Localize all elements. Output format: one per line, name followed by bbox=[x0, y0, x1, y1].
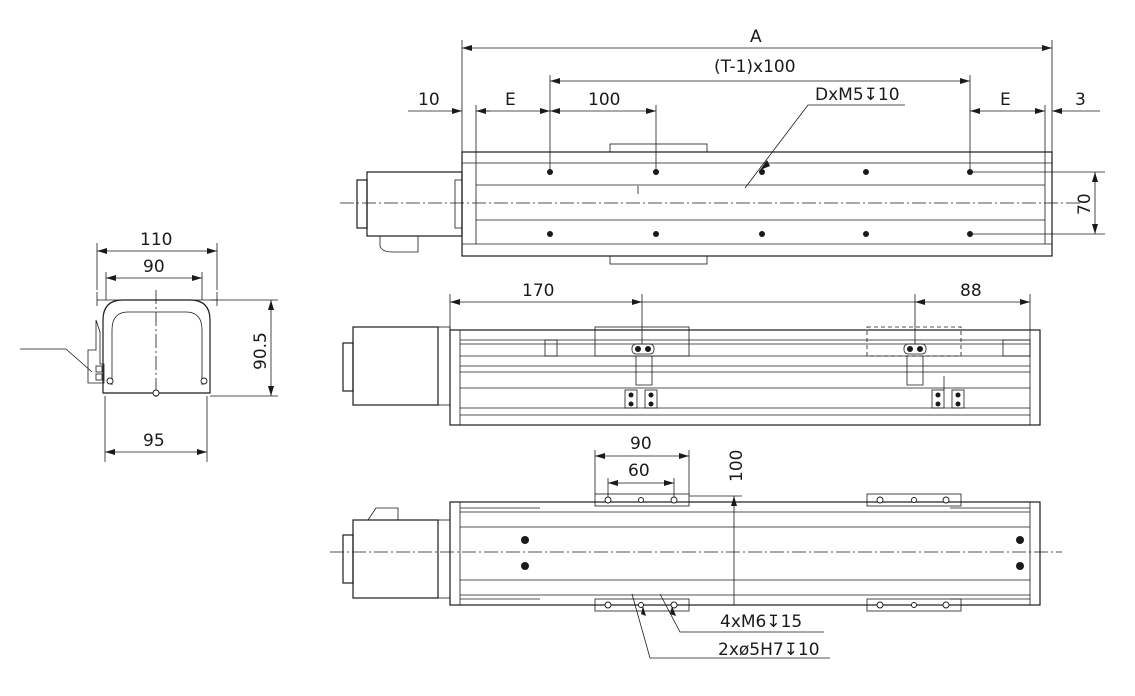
side-carriage-offset: 170 bbox=[522, 281, 554, 301]
top-hole-pitch: 100 bbox=[588, 90, 620, 110]
top-hole-spec: DxM5↧10 bbox=[815, 85, 900, 105]
bottom-view: 90 60 100 4xM6↧15 2xø5H7↧10 bbox=[330, 434, 1062, 660]
top-pitch-span: (T-1)x100 bbox=[714, 57, 796, 77]
end-view: 110 90 90.5 95 bbox=[20, 230, 278, 462]
end-view-height: 90.5 bbox=[251, 332, 271, 370]
end-view-width-inner: 90 bbox=[143, 257, 165, 277]
top-overall-length: A bbox=[750, 27, 762, 47]
top-end-spacing-right: E bbox=[1000, 90, 1011, 110]
side-carriage-end: 88 bbox=[960, 281, 982, 301]
top-hole-row-2 bbox=[547, 231, 973, 237]
bottom-carriage-hole-pitch: 60 bbox=[628, 461, 650, 481]
bottom-pin-spec: 2xø5H7↧10 bbox=[718, 640, 820, 660]
top-right-margin: 3 bbox=[1075, 90, 1086, 110]
bottom-carriage-holes bbox=[604, 496, 950, 609]
top-hole-row-spacing: 70 bbox=[1075, 193, 1095, 215]
top-left-margin: 10 bbox=[418, 90, 440, 110]
top-hole-row-1 bbox=[547, 169, 973, 175]
side-view: 170 88 bbox=[342, 281, 1041, 426]
top-end-spacing-left: E bbox=[505, 90, 516, 110]
end-view-width-outer: 110 bbox=[140, 230, 172, 250]
bottom-height: 100 bbox=[727, 450, 747, 482]
bottom-thread-spec: 4xM6↧15 bbox=[720, 612, 802, 632]
end-view-base-width: 95 bbox=[143, 431, 165, 451]
top-view: A (T-1)x100 10 E 100 E 3 bbox=[340, 27, 1105, 265]
bottom-carriage-width: 90 bbox=[630, 434, 652, 454]
